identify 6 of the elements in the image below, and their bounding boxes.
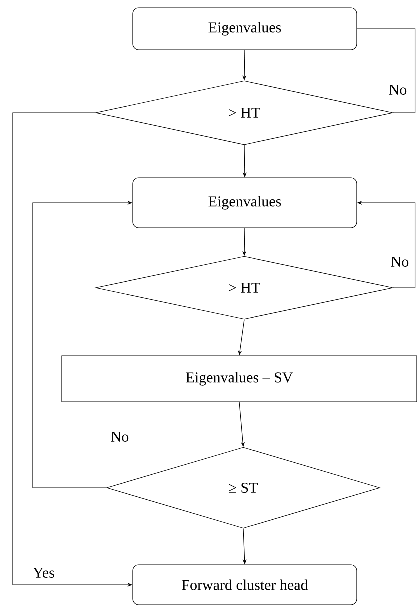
- edge-label: No: [110, 431, 130, 443]
- process-box: Eigenvalues: [132, 8, 358, 50]
- edge-label: Yes: [32, 567, 56, 579]
- process-box: Forward cluster head: [132, 564, 358, 606]
- process-box: Eigenvalues – SV: [62, 356, 417, 402]
- process-box: Eigenvalues: [132, 178, 358, 228]
